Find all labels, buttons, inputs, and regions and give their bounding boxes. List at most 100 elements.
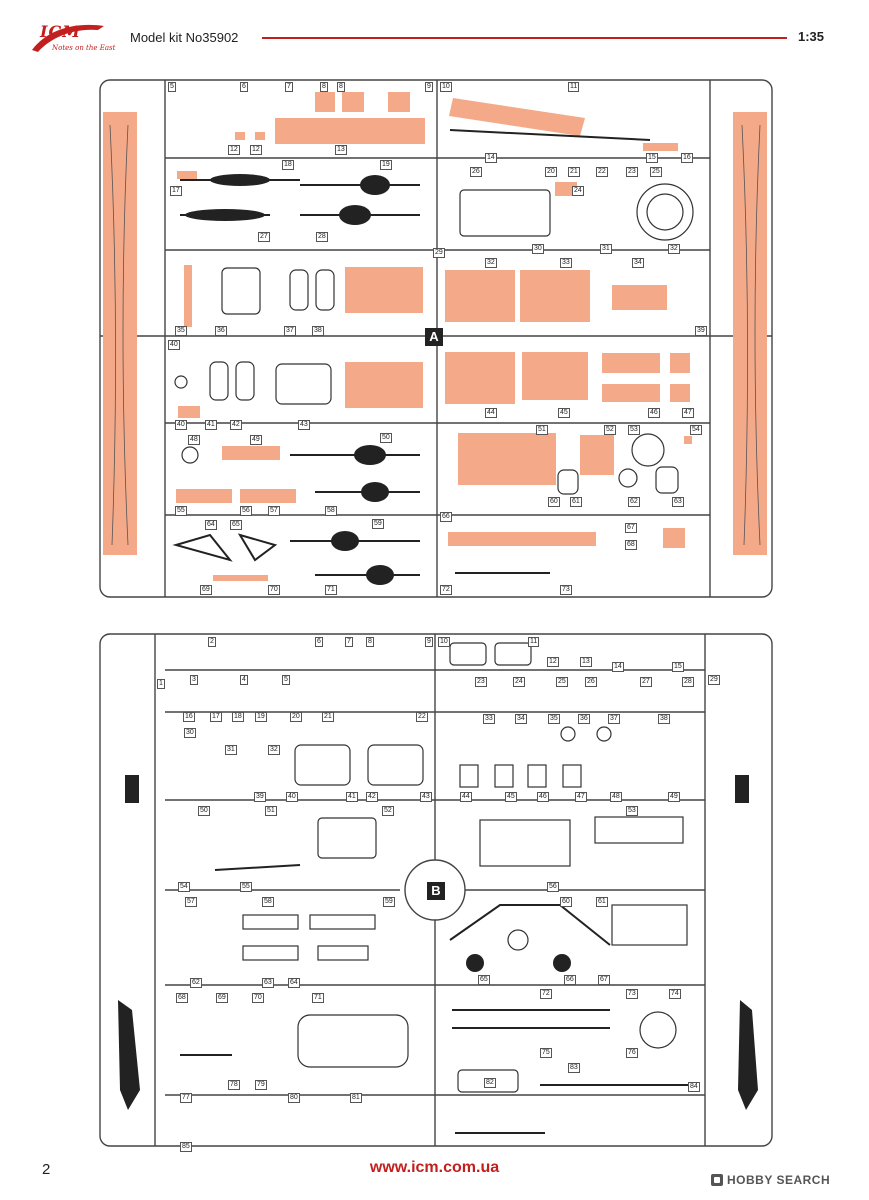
hobby-search-watermark: HOBBY SEARCH — [711, 1172, 830, 1188]
sprue-b-part-label: 77 — [180, 1093, 192, 1103]
sprue-b-part-label: 26 — [585, 677, 597, 687]
sprue-a-part-label: 26 — [470, 167, 482, 177]
sprue-a-part-label: 44 — [485, 408, 497, 418]
sprue-b-part-label: 83 — [568, 1063, 580, 1073]
sprue-a-part-label: 29 — [433, 248, 445, 258]
sprue-b-part-label: 27 — [640, 677, 652, 687]
sprue-a-part-label: 40 — [168, 340, 180, 350]
sprue-b-part-label: 12 — [547, 657, 559, 667]
sprue-b-part-label: 85 — [180, 1142, 192, 1152]
sprue-b-part-label: 1 — [157, 679, 165, 689]
sprue-b-part-label: 55 — [240, 882, 252, 892]
sprue-a-part-label: 66 — [440, 512, 452, 522]
sprue-a-part-label: 45 — [558, 408, 570, 418]
sprue-b-part-label: 46 — [537, 792, 549, 802]
sprue-a-part-label: 35 — [175, 326, 187, 336]
sprue-a-letter: A — [429, 329, 439, 344]
sprue-a-part-label: 60 — [548, 497, 560, 507]
sprue-b-part-label: 62 — [190, 978, 202, 988]
sprue-b-part-label: 64 — [288, 978, 300, 988]
sprue-b-part-label: 29 — [708, 675, 720, 685]
sprue-b-part-label: 7 — [345, 637, 353, 647]
sprue-b-part-label: 6 — [315, 637, 323, 647]
sprue-a-part-label: 39 — [695, 326, 707, 336]
sprue-b-part-label: 16 — [183, 712, 195, 722]
sprue-b-part-label: 19 — [255, 712, 267, 722]
sprue-a-part-label: 18 — [282, 160, 294, 170]
sprue-b-part-label: 48 — [610, 792, 622, 802]
sprue-a-part-label: 46 — [648, 408, 660, 418]
sprue-b-part-label: 24 — [513, 677, 525, 687]
sprue-a-part-label: 57 — [268, 506, 280, 516]
icm-logo: ICM Notes on the East — [28, 20, 115, 62]
sprue-a-part-label: 13 — [335, 145, 347, 155]
sprue-b-part-label: 58 — [262, 897, 274, 907]
sprue-b-part-label: 65 — [478, 975, 490, 985]
website-url[interactable]: www.icm.com.ua — [369, 1159, 500, 1176]
sprue-a-part-label: 40 — [175, 420, 187, 430]
sprue-a-part-label: 54 — [690, 425, 702, 435]
sprue-a-part-label: 64 — [205, 520, 217, 530]
sprue-b-part-label: 53 — [626, 806, 638, 816]
sprue-a-part-label: 20 — [545, 167, 557, 177]
sprue-a-part-label: 62 — [628, 497, 640, 507]
sprue-a-part-label: 16 — [681, 153, 693, 163]
logo-text: ICM — [40, 22, 81, 41]
sprue-a-part-label: 15 — [646, 153, 658, 163]
sprue-a-part-label: 24 — [572, 186, 584, 196]
sprue-b-part-label: 72 — [540, 989, 552, 999]
sprue-a-part-label: 30 — [532, 244, 544, 254]
sprue-a-part-label: 50 — [380, 433, 392, 443]
sprue-a-part-label: 14 — [485, 153, 497, 163]
sprue-a-part-label: 37 — [284, 326, 296, 336]
sprue-b-part-label: 34 — [515, 714, 527, 724]
sprue-a-part-label: 71 — [325, 585, 337, 595]
sprue-b-part-label: 47 — [575, 792, 587, 802]
sprue-a-part-label: 43 — [298, 420, 310, 430]
sprue-a-part-label: 33 — [560, 258, 572, 268]
sprue-b-part-label: 23 — [475, 677, 487, 687]
sprue-b-part-label: 73 — [626, 989, 638, 999]
sprue-a-part-label: 55 — [175, 506, 187, 516]
hobby-search-icon — [711, 1174, 723, 1186]
sprue-b-part-label: 69 — [216, 993, 228, 1003]
sprue-b-part-label: 49 — [668, 792, 680, 802]
sprue-b-part-label: 57 — [185, 897, 197, 907]
sprue-a-part-label: 22 — [596, 167, 608, 177]
sprue-a-part-label: 69 — [200, 585, 212, 595]
sprue-a-part-label: 38 — [312, 326, 324, 336]
sprue-b-part-label: 68 — [176, 993, 188, 1003]
sprue-a-part-label: 10 — [440, 82, 452, 92]
sprue-b-part-label: 2 — [208, 637, 216, 647]
sprue-a-part-label: 31 — [600, 244, 612, 254]
sprue-a-part-label: 12 — [228, 145, 240, 155]
sprue-b-part-label: 38 — [658, 714, 670, 724]
sprue-b-part-label: 80 — [288, 1093, 300, 1103]
sprue-b-part-label: 21 — [322, 712, 334, 722]
sprue-a-part-label: 23 — [626, 167, 638, 177]
sprue-a-part-label: 58 — [325, 506, 337, 516]
sprue-b-part-label: 32 — [268, 745, 280, 755]
sprue-b-part-label: 56 — [547, 882, 559, 892]
sprue-a-part-label: 19 — [380, 160, 392, 170]
sprue-b-part-label: 60 — [560, 897, 572, 907]
sprue-b-part-label: 76 — [626, 1048, 638, 1058]
sprue-b-part-label: 84 — [688, 1082, 700, 1092]
sprue-b-part-label: 67 — [598, 975, 610, 985]
sprue-b-part-label: 52 — [382, 806, 394, 816]
sprue-b-part-label: 63 — [262, 978, 274, 988]
sprue-a-part-label: 11 — [568, 82, 580, 92]
sprue-a-part-label: 34 — [632, 258, 644, 268]
sprue-a-part-label: 72 — [440, 585, 452, 595]
sprue-b-part-label: 15 — [672, 662, 684, 672]
sprue-b-part-label: 59 — [383, 897, 395, 907]
sprue-b-part-label: 18 — [232, 712, 244, 722]
sprue-a-part-label: 7 — [285, 82, 293, 92]
sprue-a-part-label: 27 — [258, 232, 270, 242]
logo-subtitle: Notes on the East — [52, 44, 116, 52]
header-divider — [262, 37, 787, 39]
sprue-a-part-label: 53 — [628, 425, 640, 435]
sprue-b-part-label: 70 — [252, 993, 264, 1003]
logo-swoosh-icon — [32, 24, 104, 52]
